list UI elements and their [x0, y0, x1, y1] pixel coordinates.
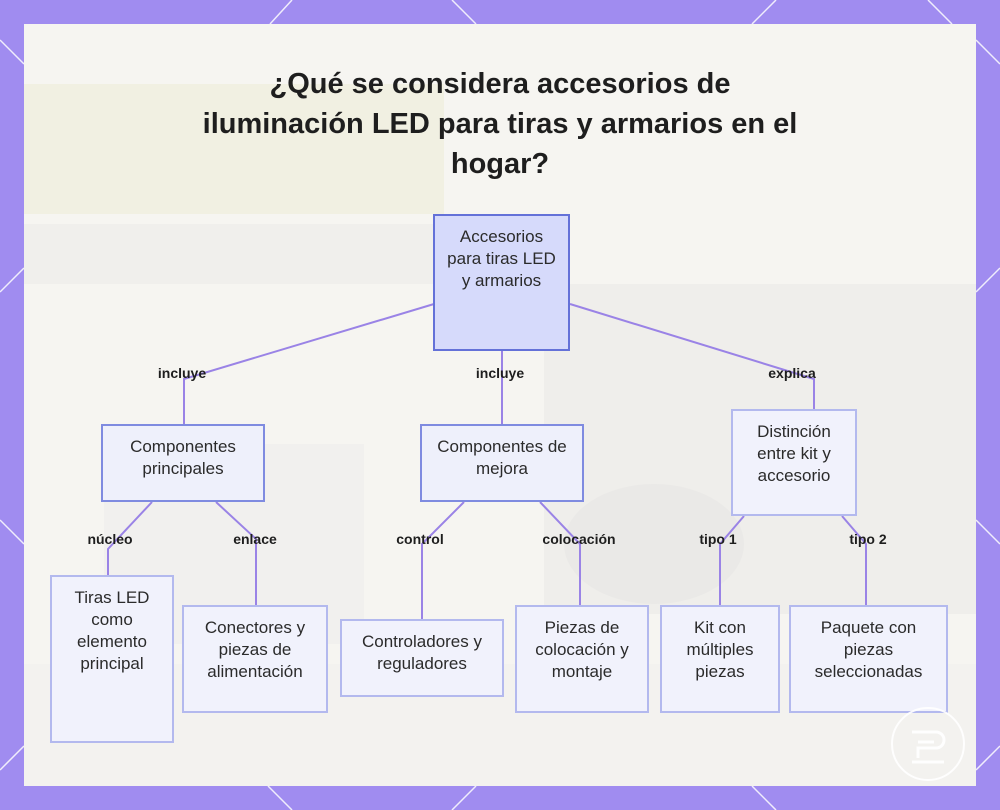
edge-label-core: núcleo	[87, 531, 133, 547]
edge-label-placement: colocación	[542, 531, 616, 547]
edge-label-link: enlace	[233, 531, 277, 547]
node-mounting: Piezas de colocación y montaje	[515, 605, 649, 713]
edge-label-includes-2: incluye	[475, 365, 525, 381]
edge-main-strips	[107, 501, 153, 577]
edge-kit-kit	[719, 515, 745, 607]
node-upgrade-components: Componentes de mejora	[420, 424, 584, 502]
edge-label-includes-1: incluye	[157, 365, 207, 381]
node-main-components: Componentes principales	[101, 424, 265, 502]
node-package: Paquete con piezas seleccionadas	[789, 605, 948, 713]
edge-label-control: control	[396, 531, 444, 547]
edge-upgrade-controllers	[421, 501, 465, 621]
node-controllers: Controladores y reguladores	[340, 619, 504, 697]
brand-logo-icon	[891, 707, 965, 781]
edge-label-type2: tipo 2	[849, 531, 887, 547]
edge-upgrade-mounting	[539, 501, 581, 607]
edge-label-type1: tipo 1	[699, 531, 737, 547]
connector-lines	[107, 303, 867, 621]
node-kit-distinction: Distinción entre kit y accesorio	[731, 409, 857, 516]
edge-kit-package	[841, 515, 867, 607]
edge-root-kit	[569, 303, 815, 412]
page-title: ¿Qué se considera accesorios de iluminac…	[202, 68, 798, 180]
node-kit: Kit con múltiples piezas	[660, 605, 780, 713]
edge-root-main	[183, 303, 435, 426]
diagram-panel: ¿Qué se considera accesorios de iluminac…	[24, 24, 976, 786]
edge-main-connectors	[215, 501, 257, 607]
node-led-strips: Tiras LED como elemento principal	[50, 575, 174, 743]
node-root: Accesorios para tiras LED y armarios	[433, 214, 570, 351]
edge-label-explains: explica	[768, 365, 816, 381]
node-connectors: Conectores y piezas de alimentación	[182, 605, 328, 713]
